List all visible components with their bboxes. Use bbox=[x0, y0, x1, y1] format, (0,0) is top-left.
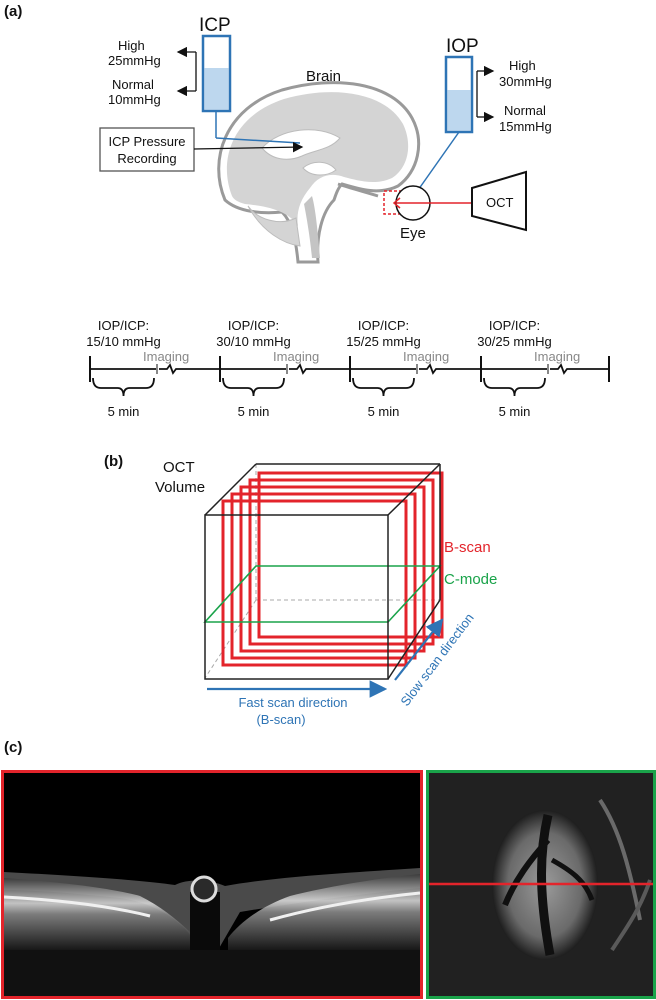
icp-recording-line2: Recording bbox=[117, 151, 176, 166]
iop-normal-value: 15mmHg bbox=[499, 119, 552, 134]
oct-label: OCT bbox=[486, 195, 514, 210]
brain-diagram bbox=[217, 81, 420, 264]
iop-title: IOP bbox=[446, 36, 479, 57]
panel-c-label: (c) bbox=[4, 739, 22, 756]
imaging-label: Imaging bbox=[143, 349, 189, 364]
panel-a-label: (a) bbox=[4, 3, 22, 20]
volume-title-line2: Volume bbox=[155, 479, 205, 496]
duration-label: 5 min bbox=[368, 404, 400, 419]
slow-scan-arrow bbox=[394, 618, 444, 681]
brain-label: Brain bbox=[306, 68, 341, 85]
panel-b-label: (b) bbox=[104, 453, 123, 470]
duration-brace bbox=[352, 377, 415, 397]
cmode-image bbox=[426, 770, 656, 999]
duration-label: 5 min bbox=[499, 404, 531, 419]
volume-title-line1: OCT bbox=[163, 459, 195, 476]
iop-normal-label: Normal bbox=[504, 103, 546, 118]
duration-brace bbox=[222, 377, 285, 397]
segment-pressure-label: IOP/ICP: bbox=[98, 318, 149, 333]
timeline-break bbox=[550, 363, 609, 375]
bscan-slices bbox=[221, 471, 444, 667]
timeline-break bbox=[159, 363, 220, 375]
bscan-slice bbox=[239, 485, 426, 653]
duration-brace bbox=[483, 377, 546, 397]
timeline-break bbox=[289, 363, 350, 375]
bscan-label: B-scan bbox=[444, 539, 491, 556]
bscan-slice bbox=[230, 492, 417, 660]
icp-normal-label: Normal bbox=[112, 77, 154, 92]
icp-recording-box: ICP Pressure Recording bbox=[99, 127, 304, 172]
icp-high-value: 25mmHg bbox=[108, 53, 161, 68]
segment-pressure-label: IOP/ICP: bbox=[228, 318, 279, 333]
iop-high-label: High bbox=[509, 58, 536, 73]
bscan-slice bbox=[248, 478, 435, 646]
icp-high-label: High bbox=[118, 38, 145, 53]
imaging-label: Imaging bbox=[273, 349, 319, 364]
eye-diagram bbox=[383, 185, 472, 221]
segment-pressure-label: IOP/ICP: bbox=[358, 318, 409, 333]
bscan-slice bbox=[257, 471, 444, 639]
segment-pressure-value: 15/10 mmHg bbox=[86, 334, 160, 349]
duration-label: 5 min bbox=[238, 404, 270, 419]
oct-volume-cube bbox=[203, 463, 444, 680]
timeline-break bbox=[419, 363, 481, 375]
imaging-label: Imaging bbox=[534, 349, 580, 364]
segment-pressure-value: 15/25 mmHg bbox=[346, 334, 420, 349]
icp-normal-value: 10mmHg bbox=[108, 92, 161, 107]
recording-arrow bbox=[193, 141, 304, 153]
bscan-image bbox=[1, 770, 423, 999]
eye-label: Eye bbox=[400, 225, 426, 242]
icp-title: ICP bbox=[199, 15, 231, 36]
segment-pressure-value: 30/25 mmHg bbox=[477, 334, 551, 349]
cmode-label: C-mode bbox=[444, 571, 497, 588]
fast-scan-sublabel: (B-scan) bbox=[256, 712, 305, 727]
duration-label: 5 min bbox=[108, 404, 140, 419]
oct-device: OCT bbox=[471, 170, 527, 232]
icp-reservoir: ICP High 25mmHg Normal 10mmHg bbox=[108, 15, 232, 113]
segment-pressure-value: 30/10 mmHg bbox=[216, 334, 290, 349]
icp-recording-line1: ICP Pressure bbox=[108, 134, 185, 149]
fast-scan-label: Fast scan direction bbox=[238, 695, 347, 710]
bscan-slice bbox=[221, 499, 408, 667]
duration-brace bbox=[92, 377, 155, 397]
iop-reservoir: IOP High 30mmHg Normal 15mmHg bbox=[444, 36, 552, 134]
imaging-label: Imaging bbox=[403, 349, 449, 364]
segment-pressure-label: IOP/ICP: bbox=[489, 318, 540, 333]
iop-high-value: 30mmHg bbox=[499, 74, 552, 89]
